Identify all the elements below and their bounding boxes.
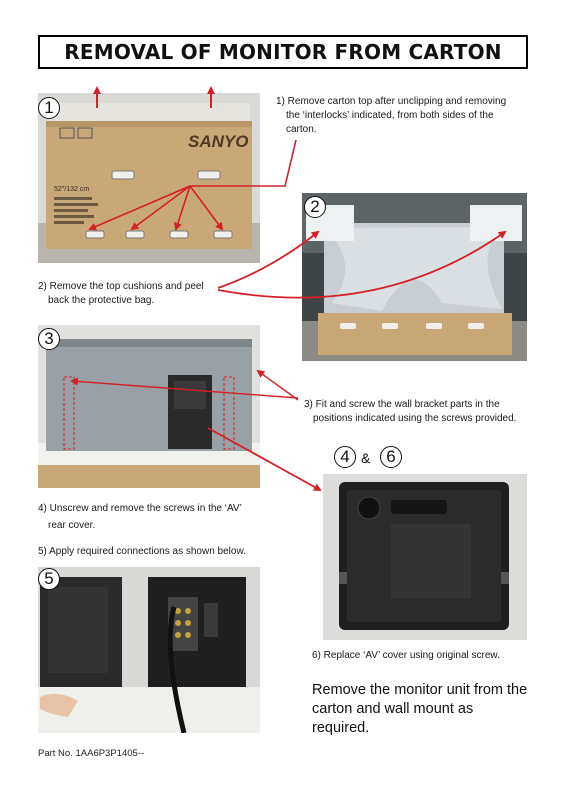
step1-text: 1) Remove carton top after unclipping an… — [276, 95, 536, 137]
step-badge-ampersand: & — [361, 450, 371, 466]
step6-text: 6) Replace ‘AV’ cover using original scr… — [312, 649, 542, 663]
arrow-interlock-4 — [189, 185, 224, 231]
arrow-av-cover — [207, 427, 322, 491]
photo-connections — [38, 567, 260, 733]
photo-carton: SANYO 52"/132 cm — [38, 93, 260, 263]
step1-line2: the ‘interlocks’ indicated, from both si… — [286, 110, 494, 121]
photo-av-cover — [323, 474, 527, 640]
step6-line1: 6) Replace ‘AV’ cover using original scr… — [312, 650, 500, 661]
step4-text: 4) Unscrew and remove the screws in the … — [38, 502, 278, 533]
wall-bracket-illustration — [38, 325, 260, 488]
step-badge-6: 6 — [380, 446, 402, 468]
step5-line1: 5) Apply required connections as shown b… — [38, 546, 246, 557]
step4-line2: rear cover. — [48, 520, 96, 531]
final-note: Remove the monitor unit from the carton … — [312, 682, 528, 736]
page-title-box: REMOVAL OF MONITOR FROM CARTON — [38, 35, 528, 69]
page-title: REMOVAL OF MONITOR FROM CARTON — [64, 40, 502, 64]
part-number: Part No. 1AA6P3P1405-- — [38, 748, 145, 759]
arrow-interlocks-leader — [190, 139, 297, 187]
step1-line1: 1) Remove carton top after unclipping an… — [276, 96, 507, 107]
av-cover-illustration — [323, 474, 527, 640]
arrow-bracket-left — [70, 377, 299, 399]
step4-line1: 4) Unscrew and remove the screws in the … — [38, 503, 242, 514]
step3-text: 3) Fit and screw the wall bracket parts … — [304, 398, 544, 426]
step-badge-2: 2 — [304, 196, 326, 218]
arrow-interlock-3 — [174, 185, 191, 231]
step2-line2: back the protective bag. — [48, 295, 155, 306]
step-badge-5: 5 — [38, 568, 60, 590]
step-badge-1: 1 — [38, 97, 60, 119]
step3-line2: positions indicated using the screws pro… — [313, 413, 517, 424]
step-badge-3: 3 — [38, 328, 60, 350]
step-badge-4: 4 — [334, 446, 356, 468]
connections-illustration — [38, 567, 260, 733]
step5-text: 5) Apply required connections as shown b… — [38, 545, 278, 559]
carton-brand-text: SANYO — [188, 132, 248, 151]
arrow-cushion-right — [217, 230, 507, 299]
step1-line3: carton. — [286, 124, 317, 135]
carton-illustration: SANYO 52"/132 cm — [38, 93, 260, 263]
arrow-cushion-left — [217, 230, 320, 289]
arrow-interlock-1 — [88, 185, 191, 231]
arrow-interlock-2 — [130, 185, 191, 231]
carton-size-text: 52"/132 cm — [54, 186, 89, 193]
photo-wall-bracket — [38, 325, 260, 488]
step2-text: 2) Remove the top cushions and peel back… — [38, 280, 238, 308]
step2-line1: 2) Remove the top cushions and peel — [38, 281, 204, 292]
arrow-bracket-right — [256, 369, 299, 401]
step3-line1: 3) Fit and screw the wall bracket parts … — [304, 399, 500, 410]
